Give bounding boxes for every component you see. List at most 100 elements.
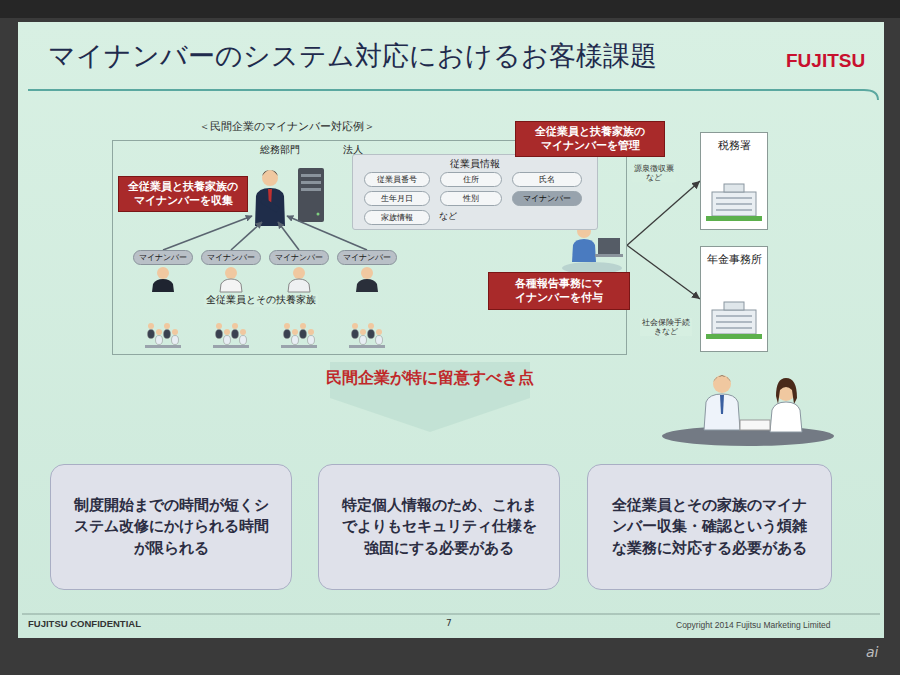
tax-office-building <box>706 216 762 221</box>
family-figures <box>368 323 374 329</box>
callout-box: 各種報告事務にマイナンバーを付与 <box>488 272 630 310</box>
field-pill: 性別 <box>440 191 502 206</box>
family-figures <box>368 330 375 339</box>
family-figures <box>300 330 307 339</box>
dept-label: 法人 <box>343 143 363 157</box>
family-figures <box>216 330 223 339</box>
node-text: ＜民間企業のマイナンバー対応例＞ <box>199 119 375 134</box>
node-text: 制度開始までの時間が短くシステム改修にかけられる時間が限られる <box>71 495 271 558</box>
family-figures <box>284 330 291 339</box>
family-figures <box>308 336 315 345</box>
connector-arrow <box>627 245 700 299</box>
meeting-illustration <box>704 394 740 430</box>
field-pill: 氏名 <box>512 172 582 187</box>
field-pill: 生年月日 <box>364 191 430 206</box>
node-text: マイナンバー <box>139 251 187 264</box>
pension-office-building <box>700 246 768 352</box>
dark-band <box>0 0 900 18</box>
issue-box: 全従業員とその家族のマイナンバー収集・確認という煩雑な業務に対応する必要がある <box>587 464 832 590</box>
employee-figures <box>152 279 174 292</box>
collect-arrows <box>163 216 367 250</box>
clerk-figure <box>562 224 623 274</box>
edge-label: 社会保険手続きなど <box>640 318 692 336</box>
clerk-figure <box>598 238 620 254</box>
family-figures <box>148 330 155 339</box>
collect-arrows <box>163 216 252 250</box>
meeting-illustration <box>740 420 770 430</box>
employee-figures <box>220 279 242 292</box>
meeting-illustration <box>770 402 802 432</box>
employee-figures <box>356 279 378 292</box>
node-text: マイナンバー <box>207 251 255 264</box>
node-text: マイナンバー <box>275 251 323 264</box>
footer-text: FUJITSU CONFIDENTIAL <box>28 618 141 629</box>
server-icon <box>301 188 321 191</box>
region-frame: ＜民間企業のマイナンバー対応例＞全従業員と扶養家族のマイナンバーを収集従業員情報… <box>112 140 627 355</box>
field-pill: 従業員番号 <box>364 172 430 187</box>
footer-rule <box>22 614 880 615</box>
field-pill: マイナンバー <box>512 191 582 206</box>
node-text: 年金事務所 <box>701 247 767 267</box>
watermark: ai <box>866 644 878 660</box>
family-figures <box>224 329 230 335</box>
node-text: 氏名 <box>518 173 576 186</box>
node-text: 従業員番号 <box>370 173 424 186</box>
family-figures <box>284 323 290 329</box>
family-figures <box>240 336 247 345</box>
node-text: 全従業員とその家族のマイナンバー収集・確認という煩雑な業務に対応する必要がある <box>608 495 811 558</box>
employee-figures <box>288 279 310 292</box>
section-heading: 民間企業が特に留意すべき点 <box>300 368 560 389</box>
node-text: 全従業員と扶養家族のマイナンバーを管理 <box>535 125 645 152</box>
employee-figures <box>152 267 378 292</box>
tax-office-building <box>712 192 756 216</box>
node-text: 性別 <box>446 192 496 205</box>
meeting-illustration <box>713 375 731 393</box>
pension-office-building <box>706 334 762 339</box>
family-figures <box>281 345 317 348</box>
family-figures <box>172 329 178 335</box>
tax-office-building <box>700 132 768 230</box>
employee-figures <box>361 267 373 279</box>
slide-title: マイナンバーのシステム対応におけるお客様課題 <box>48 38 657 74</box>
family-figures <box>164 323 170 329</box>
collect-arrows <box>231 222 262 250</box>
family-figures <box>172 336 179 345</box>
page-number: 7 <box>446 618 452 628</box>
office-box: 税務署 <box>700 132 768 230</box>
callout-box: 全従業員と扶養家族のマイナンバーを管理 <box>515 121 665 157</box>
family-figures <box>292 336 299 345</box>
family-figures <box>349 345 385 348</box>
office-box: 年金事務所 <box>700 246 768 352</box>
node-text: 特定個人情報のため、これまでよりもセキュリティ仕様を強固にする必要がある <box>339 495 539 558</box>
node-text: 家族情報 <box>370 211 424 224</box>
node-text: マイナンバー <box>518 192 576 205</box>
family-figures <box>224 336 231 345</box>
family-figures <box>240 329 246 335</box>
manager-figure <box>255 188 285 226</box>
issue-box: 特定個人情報のため、これまでよりもセキュリティ仕様を強固にする必要がある <box>318 464 560 590</box>
number-pill: マイナンバー <box>337 250 397 265</box>
issue-box: 制度開始までの時間が短くシステム改修にかけられる時間が限られる <box>50 464 292 590</box>
family-figures <box>156 336 163 345</box>
family-figures <box>352 330 359 339</box>
family-figures <box>376 336 383 345</box>
family-figures <box>308 329 314 335</box>
family-figures <box>292 329 298 335</box>
pension-office-building <box>724 302 744 310</box>
family-figures <box>145 345 181 348</box>
node-text: マイナンバー <box>343 251 391 264</box>
employee-figures <box>225 267 237 279</box>
family-figures <box>213 345 249 348</box>
clerk-figure <box>572 239 596 262</box>
pension-office-building <box>716 316 752 328</box>
server-icon <box>301 174 321 177</box>
pension-office-building <box>712 310 756 334</box>
server-icon <box>301 181 321 184</box>
dept-label: 総務部門 <box>260 143 300 157</box>
family-figures <box>148 323 154 329</box>
clerk-figure <box>595 254 623 257</box>
node-text: 従業員情報 <box>353 155 597 171</box>
group-label: 全従業員とその扶養家族 <box>204 294 318 307</box>
